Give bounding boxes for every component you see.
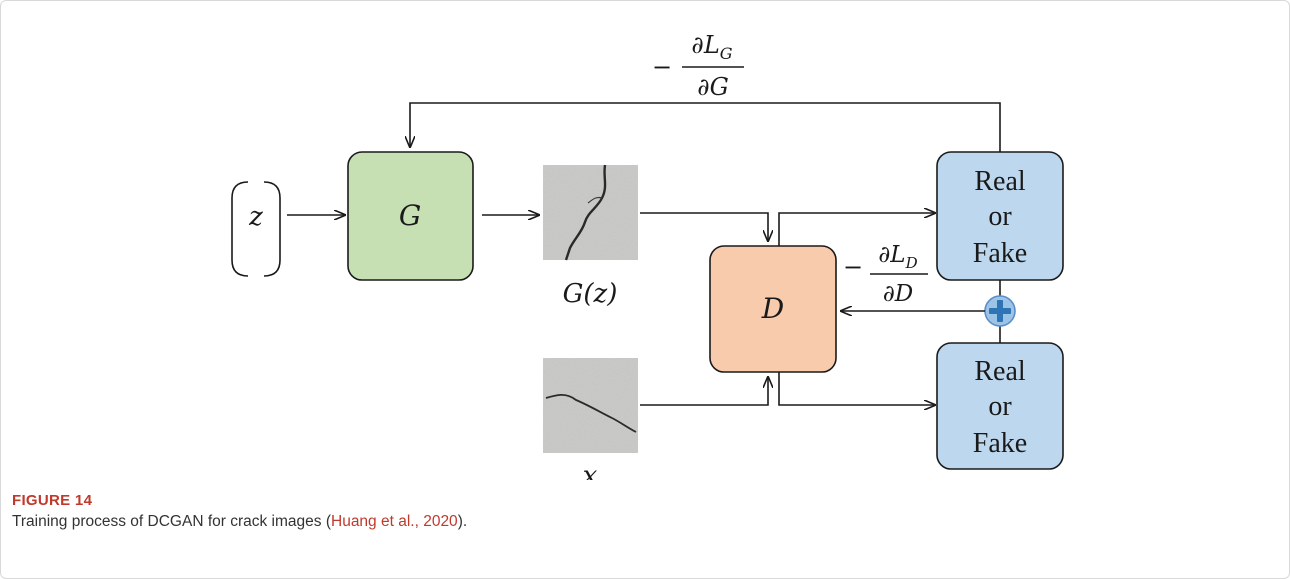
- discriminator-block: D: [709, 245, 837, 373]
- figure-label: FIGURE 14: [12, 492, 93, 509]
- grad-d-numerator-sub: D: [905, 254, 918, 272]
- arrow-generated-to-d: [640, 212, 768, 241]
- real-crack-image: [543, 358, 638, 453]
- arrow-d-to-bottom-output: [778, 372, 935, 405]
- output-top-line1: Real: [974, 166, 1026, 197]
- crack-line: [564, 164, 607, 261]
- output-top-line3: Fake: [973, 238, 1027, 269]
- generated-crack-image: [543, 164, 638, 261]
- grad-g-numerator-sub: G: [720, 44, 733, 63]
- output-bottom-line3: Fake: [973, 428, 1027, 459]
- arrow-feedback-to-g: [410, 102, 1001, 152]
- circle-plus-icon: [984, 295, 1016, 327]
- svg-text:∂LD: ∂LD: [878, 242, 917, 272]
- output-top-line2: or: [988, 201, 1012, 232]
- caption-text: Training process of DCGAN for crack imag…: [12, 513, 1272, 531]
- discriminator-box: [709, 245, 837, 373]
- generated-image-label: G(z): [563, 279, 618, 309]
- noise-input-z: z: [231, 181, 281, 277]
- grad-g-sign: −: [652, 53, 672, 81]
- output-box-bottom: Real or Fake: [936, 342, 1064, 470]
- grad-d-sign: −: [843, 253, 863, 281]
- grad-d-denominator: ∂D: [883, 281, 913, 307]
- gradient-g-label: − ∂LG ∂G: [652, 31, 744, 101]
- grad-g-numerator: ∂L: [691, 31, 719, 59]
- real-crack-line: [545, 393, 637, 433]
- output-bottom-line2: or: [988, 391, 1012, 422]
- svg-text:∂LG: ∂LG: [691, 31, 732, 63]
- grad-d-numerator: ∂L: [878, 242, 905, 268]
- output-box-top: Real or Fake: [936, 151, 1064, 281]
- citation-link[interactable]: Huang et al., 2020: [331, 513, 458, 530]
- right-paren: [263, 181, 281, 277]
- generator-box: [347, 151, 474, 281]
- output-bottom-line1: Real: [974, 356, 1026, 387]
- grad-g-denominator: ∂G: [697, 73, 729, 101]
- caption-text-before: Training process of DCGAN for crack imag…: [12, 513, 331, 530]
- left-paren: [231, 181, 249, 277]
- discriminator-label: D: [761, 292, 784, 325]
- gradient-d-label: − ∂LD ∂D: [843, 242, 928, 307]
- generator-label: G: [399, 199, 421, 232]
- generator-block: G: [347, 151, 474, 281]
- caption-text-after: ).: [457, 513, 468, 530]
- real-image-label: x: [583, 461, 598, 480]
- arrow-real-to-d: [640, 377, 768, 406]
- noise-label: z: [248, 202, 263, 232]
- dcgan-diagram: z G G(z) x D Real or Fake: [231, 31, 1064, 480]
- arrow-d-to-top-output: [778, 213, 935, 246]
- figure-caption: FIGURE 14 Training process of DCGAN for …: [12, 492, 1272, 531]
